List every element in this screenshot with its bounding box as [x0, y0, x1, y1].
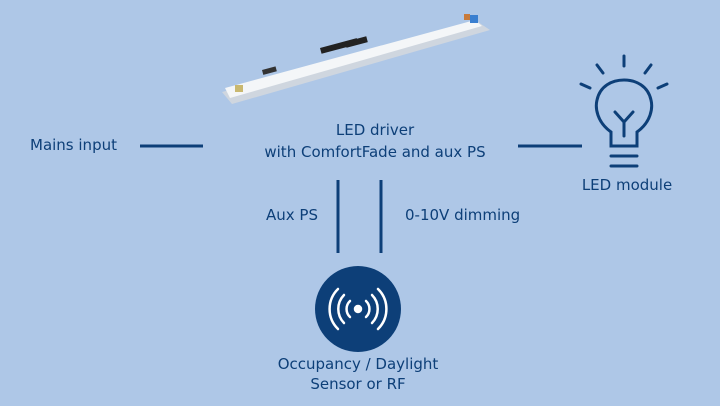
led-module-label: LED module	[581, 176, 673, 194]
led-driver-image	[222, 14, 490, 104]
mains-input-label: Mains input	[30, 136, 117, 154]
driver-label-line2: with ComfortFade and aux PS	[264, 143, 486, 161]
lightbulb-icon	[579, 54, 669, 168]
dimming-label: 0-10V dimming	[405, 206, 521, 224]
sensor-label-line1: Occupancy / Daylight	[277, 355, 439, 373]
aux-ps-label: Aux PS	[266, 206, 318, 224]
sensor-label-line2: Sensor or RF	[310, 375, 406, 393]
wireless-sensor-icon	[315, 266, 401, 352]
driver-label-line1: LED driver	[335, 121, 415, 139]
